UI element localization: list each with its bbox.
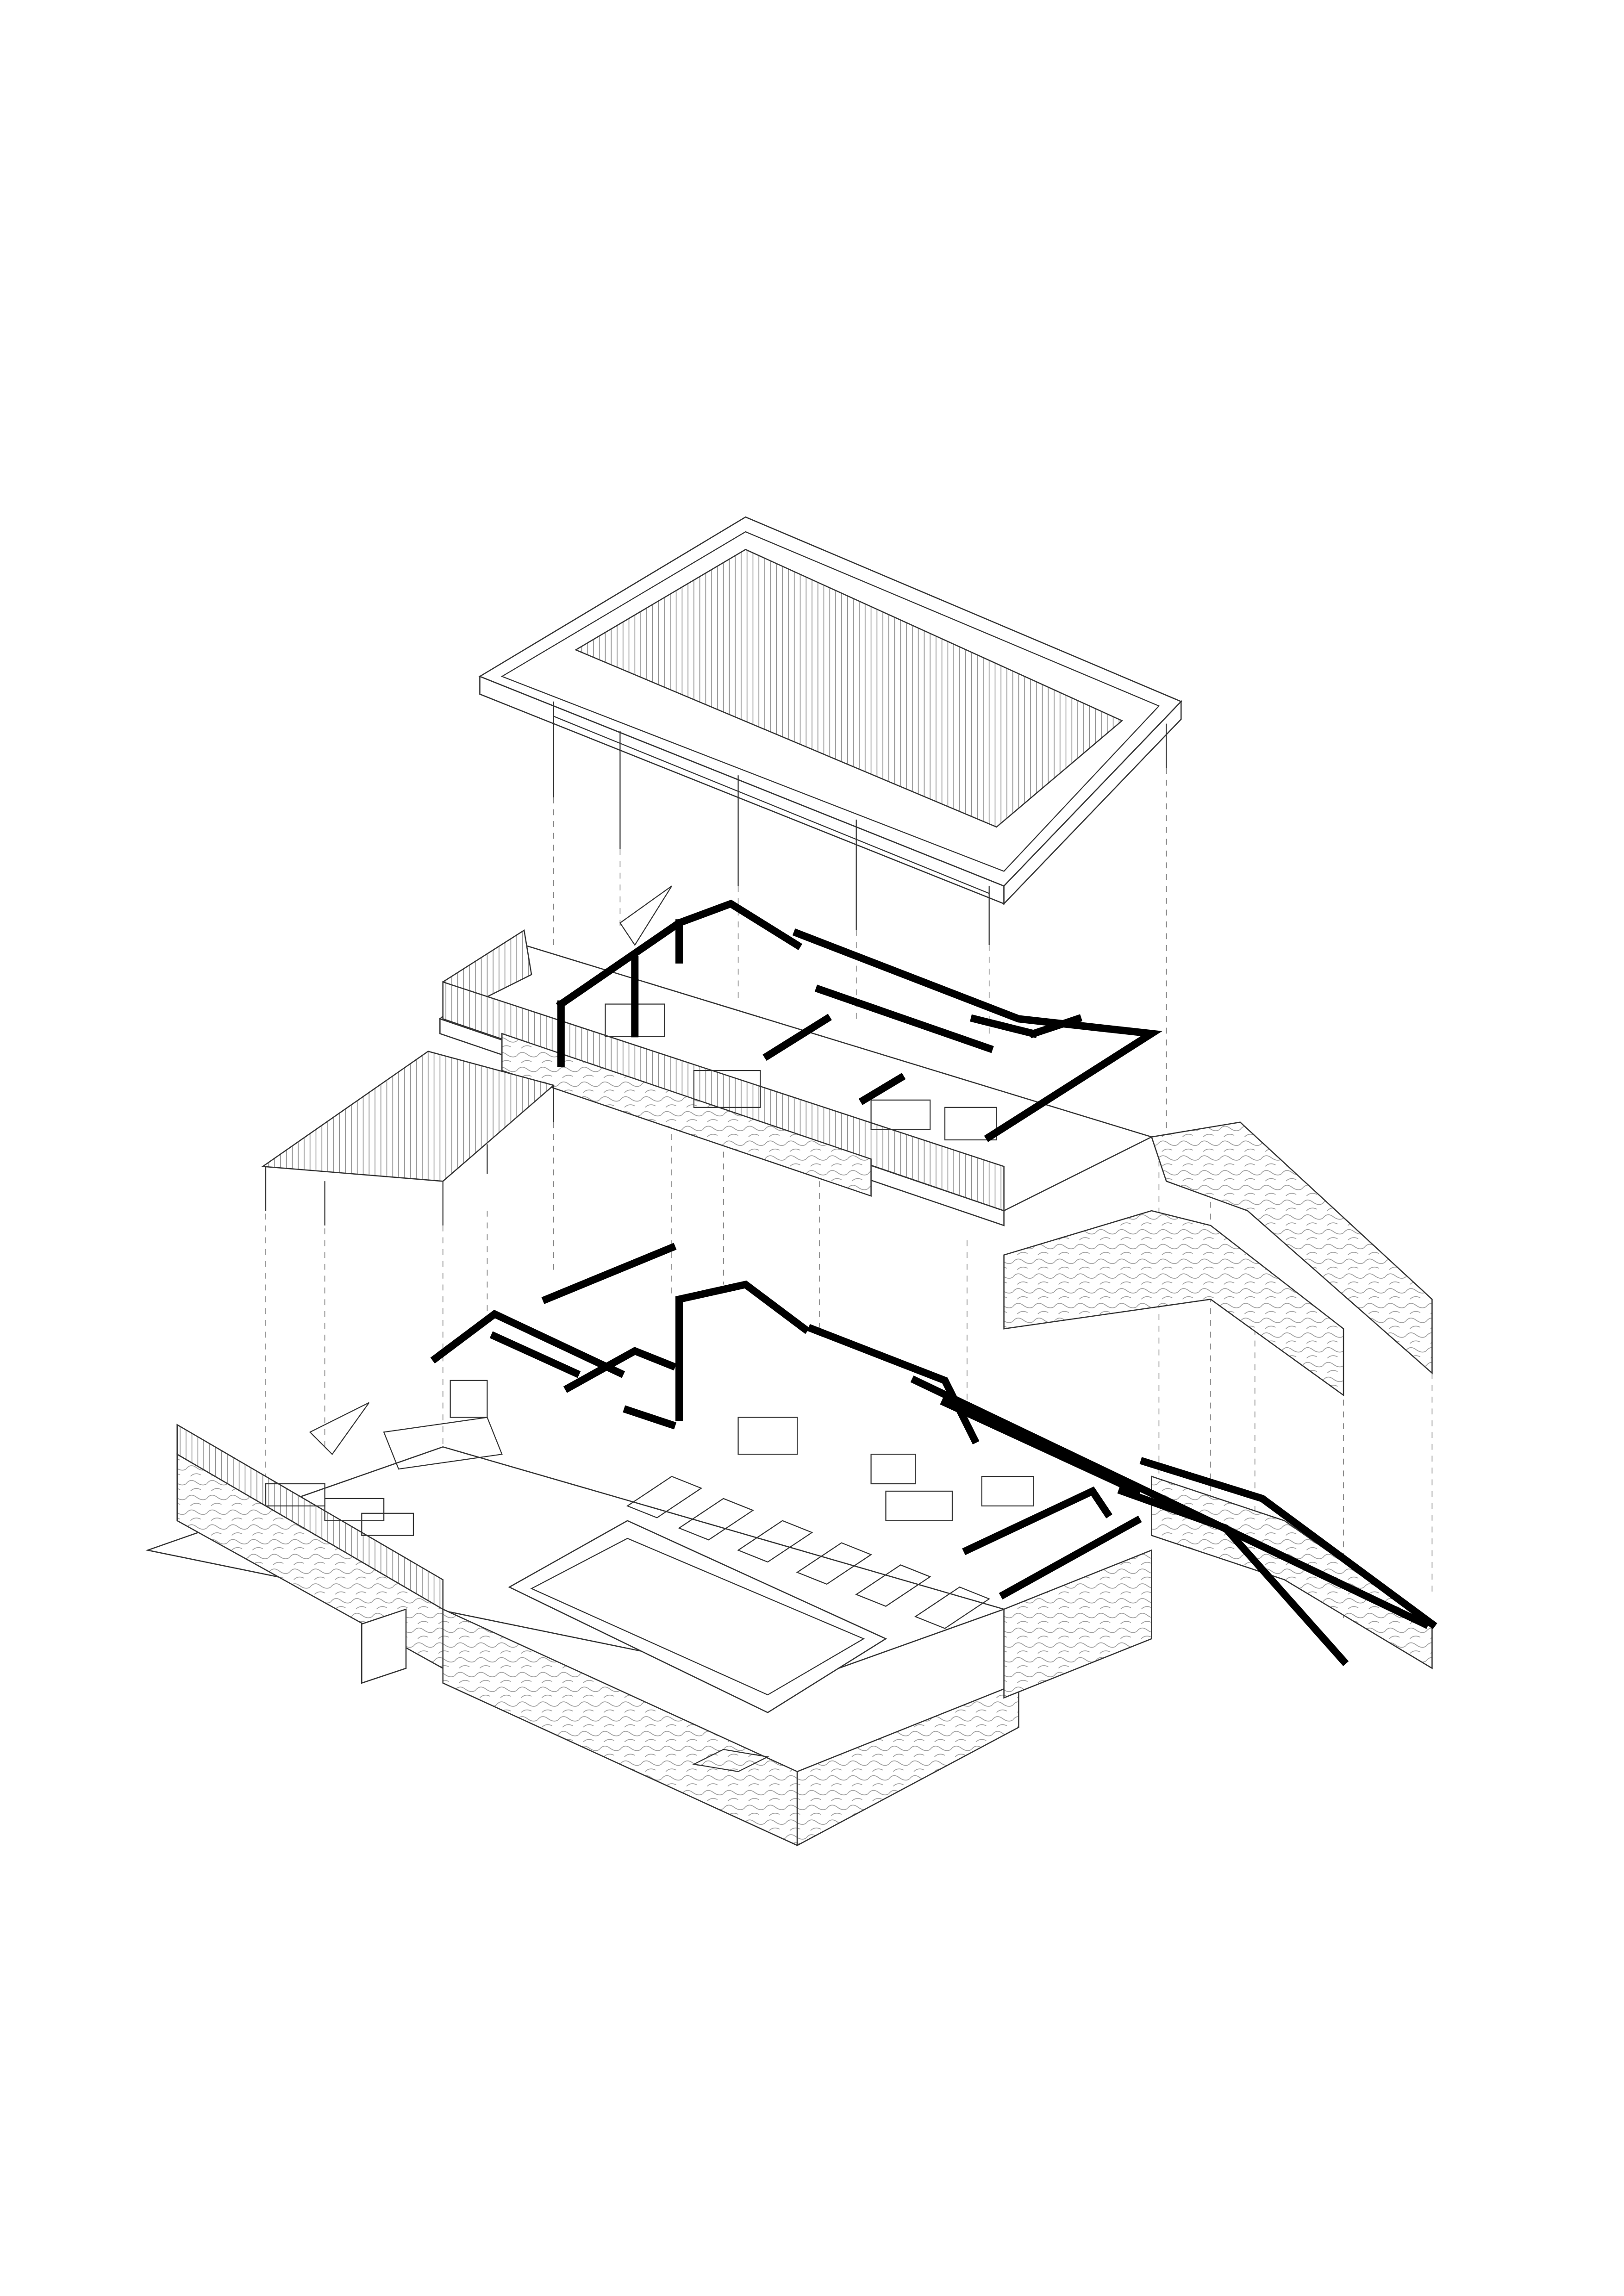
pergola-posts (265, 1085, 555, 1226)
retaining-wall-lower (1151, 1475, 1433, 1669)
ground-floor-walls (430, 1243, 1437, 1666)
terrace-railing (176, 1424, 444, 1611)
retaining-wall-mid (1003, 1210, 1344, 1397)
projection-lines (265, 768, 1433, 1624)
roof-beams (553, 701, 1167, 946)
terrace-stone-wall-right (796, 1682, 1019, 1847)
entry-stair-wall (361, 1608, 407, 1684)
roof-side-edge (1003, 700, 1182, 905)
ground-furniture (265, 1380, 1034, 1773)
pergola (261, 1051, 555, 1226)
roof-layer (478, 516, 1182, 946)
upper-facade-stone (501, 1033, 872, 1197)
upper-floor-walls (556, 899, 1162, 1142)
roof-decking (574, 548, 1124, 828)
ground-side-wall (1003, 1549, 1152, 1699)
dining-table (383, 1417, 503, 1470)
retaining-wall-upper (1150, 1121, 1433, 1375)
sun-loungers (626, 1475, 991, 1629)
upper-floor-layer (438, 885, 1162, 1226)
roof-fascia (500, 531, 1160, 872)
ground-floor-layer (145, 1243, 1437, 1847)
pool-water (530, 1537, 865, 1696)
pool-outer (508, 1520, 887, 1713)
